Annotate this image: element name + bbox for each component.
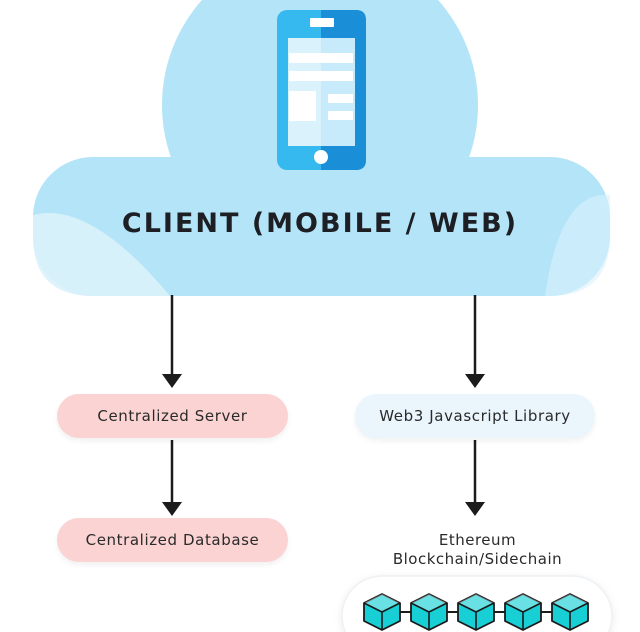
arrow-web3-to-blockchain [465, 440, 485, 516]
blockchain-cube-icon [363, 593, 401, 631]
blockchain-caption-line1: Ethereum [438, 531, 517, 549]
web3-library-label: Web3 Javascript Library [379, 407, 571, 425]
client-title: CLIENT (MOBILE / WEB) [121, 208, 519, 239]
arrow-client-to-server [162, 295, 182, 388]
blockchain-blocks [363, 593, 589, 631]
client-cloud [33, 0, 610, 296]
blockchain-cube-icon [504, 593, 542, 631]
web3-library-node: Web3 Javascript Library [355, 394, 595, 438]
centralized-database-node: Centralized Database [57, 518, 288, 562]
blockchain-cube-icon [410, 593, 448, 631]
blockchain-caption-line2: Blockchain/Sidechain [392, 550, 563, 568]
arrow-client-to-web3 [465, 295, 485, 388]
blockchain-cube-icon [457, 593, 495, 631]
centralized-database-label: Centralized Database [85, 531, 260, 549]
mobile-phone-icon [277, 10, 366, 170]
centralized-server-node: Centralized Server [57, 394, 288, 438]
blockchain-caption: Ethereum Blockchain/Sidechain [355, 531, 600, 569]
centralized-server-label: Centralized Server [97, 407, 248, 425]
blockchain-cube-icon [551, 593, 589, 631]
arrow-server-to-database [162, 440, 182, 516]
